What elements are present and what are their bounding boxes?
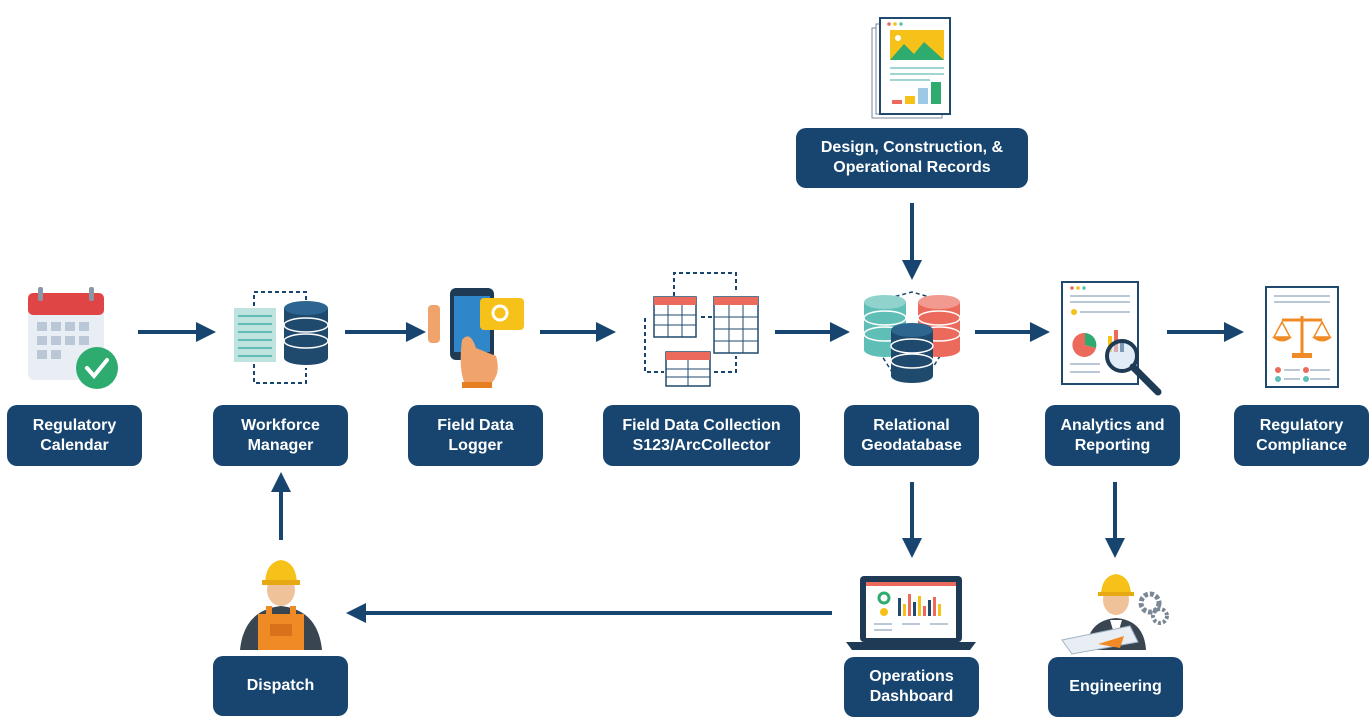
mobile-tap-icon [428, 288, 524, 388]
node-regulatory-compliance: Regulatory Compliance [1234, 405, 1369, 466]
calendar-check-icon [28, 287, 118, 389]
node-workforce-manager: Workforce Manager [213, 405, 348, 466]
node-regulatory-calendar: Regulatory Calendar [7, 405, 142, 466]
node-design-records: Design, Construction, & Operational Reco… [796, 128, 1028, 188]
node-field-data-collection: Field Data Collection S123/ArcCollector [603, 405, 800, 466]
databases-icon [863, 291, 961, 383]
node-field-data-logger: Field Data Logger [408, 405, 543, 466]
node-dispatch: Dispatch [213, 656, 348, 716]
connector-arrows [138, 203, 1244, 623]
node-relational-geodatabase: Relational Geodatabase [844, 405, 979, 466]
tables-flow-icon [644, 272, 759, 387]
node-analytics-reporting: Analytics and Reporting [1045, 405, 1180, 466]
field-worker-icon [240, 560, 322, 650]
scales-document-icon [1265, 286, 1339, 388]
document-stack-icon [871, 17, 951, 119]
node-engineering: Engineering [1048, 657, 1183, 717]
engineer-icon [1061, 574, 1169, 655]
database-sync-icon [234, 291, 329, 384]
laptop-dashboard-icon [846, 576, 976, 650]
report-magnifier-icon [1061, 281, 1162, 396]
node-operations-dashboard: Operations Dashboard [844, 657, 979, 717]
